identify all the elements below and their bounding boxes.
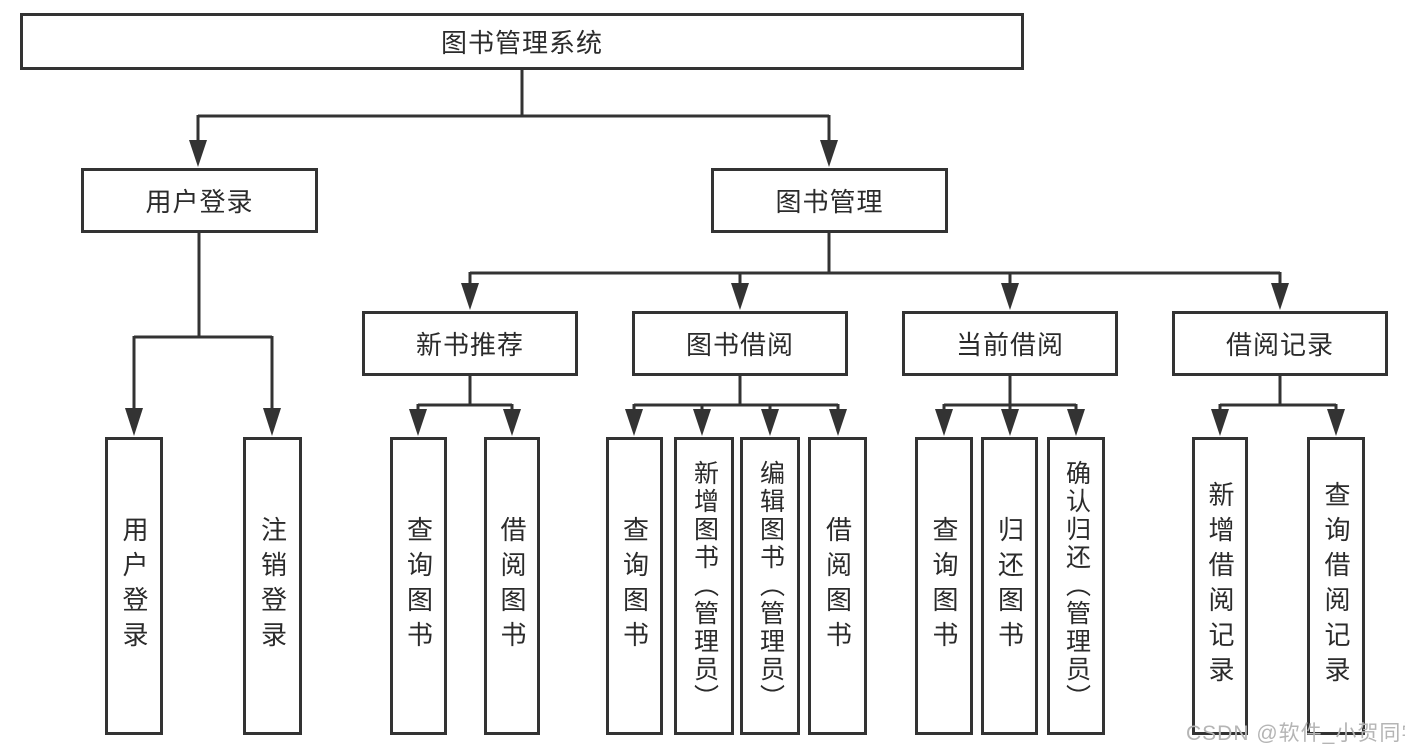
leaf-user-login: 用户登录 [105, 437, 163, 735]
node-new-book-recommend-label: 新书推荐 [415, 330, 524, 360]
leaf-add-borrow-record-label: 新增借阅记录 [1205, 481, 1235, 691]
leaf-confirm-return-admin: 确认归还（管理员） [1047, 437, 1105, 735]
leaf-edit-book-admin-label: 编辑图书（管理员） [756, 460, 785, 712]
node-current-borrow-label: 当前借阅 [955, 330, 1064, 360]
leaf-logout: 注销登录 [243, 437, 302, 735]
leaf-query-book-recommend: 查询图书 [390, 437, 447, 735]
node-root: 图书管理系统 [20, 13, 1024, 70]
leaf-borrow-book-recommend-label: 借阅图书 [497, 516, 527, 656]
leaf-query-book-borrow-label: 查询图书 [619, 516, 650, 656]
leaf-borrow-book-recommend: 借阅图书 [484, 437, 540, 735]
node-borrow-record-label: 借阅记录 [1225, 330, 1334, 360]
watermark-text: CSDN @软件_小贺同学 [1186, 722, 1405, 745]
leaf-confirm-return-admin-label: 确认归还（管理员） [1062, 460, 1091, 712]
node-book-management: 图书管理 [711, 168, 948, 233]
leaf-add-book-admin-label: 新增图书（管理员） [690, 460, 719, 712]
leaf-query-borrow-record-label: 查询借阅记录 [1321, 481, 1351, 691]
leaf-add-borrow-record: 新增借阅记录 [1192, 437, 1248, 735]
leaf-borrow-book-label: 借阅图书 [822, 516, 853, 656]
leaf-edit-book-admin: 编辑图书（管理员） [740, 437, 800, 735]
node-new-book-recommend: 新书推荐 [362, 311, 578, 376]
leaf-query-book-current-label: 查询图书 [929, 516, 959, 656]
node-book-borrow-label: 图书借阅 [685, 330, 794, 360]
leaf-query-borrow-record: 查询借阅记录 [1307, 437, 1365, 735]
leaf-add-book-admin: 新增图书（管理员） [674, 437, 734, 735]
node-book-borrow: 图书借阅 [632, 311, 848, 376]
leaf-logout-label: 注销登录 [257, 516, 288, 656]
node-borrow-record: 借阅记录 [1172, 311, 1388, 376]
leaf-borrow-book: 借阅图书 [808, 437, 867, 735]
leaf-return-book-label: 归还图书 [994, 516, 1025, 656]
node-book-management-label: 图书管理 [775, 187, 884, 217]
leaf-query-book-borrow: 查询图书 [606, 437, 663, 735]
leaf-user-login-label: 用户登录 [119, 516, 149, 656]
node-user-login-label: 用户登录 [145, 187, 254, 217]
leaf-query-book-recommend-label: 查询图书 [403, 516, 434, 656]
node-root-label: 图书管理系统 [440, 28, 603, 58]
leaf-return-book: 归还图书 [981, 437, 1038, 735]
node-current-borrow: 当前借阅 [902, 311, 1118, 376]
node-user-login: 用户登录 [81, 168, 318, 233]
leaf-query-book-current: 查询图书 [915, 437, 973, 735]
